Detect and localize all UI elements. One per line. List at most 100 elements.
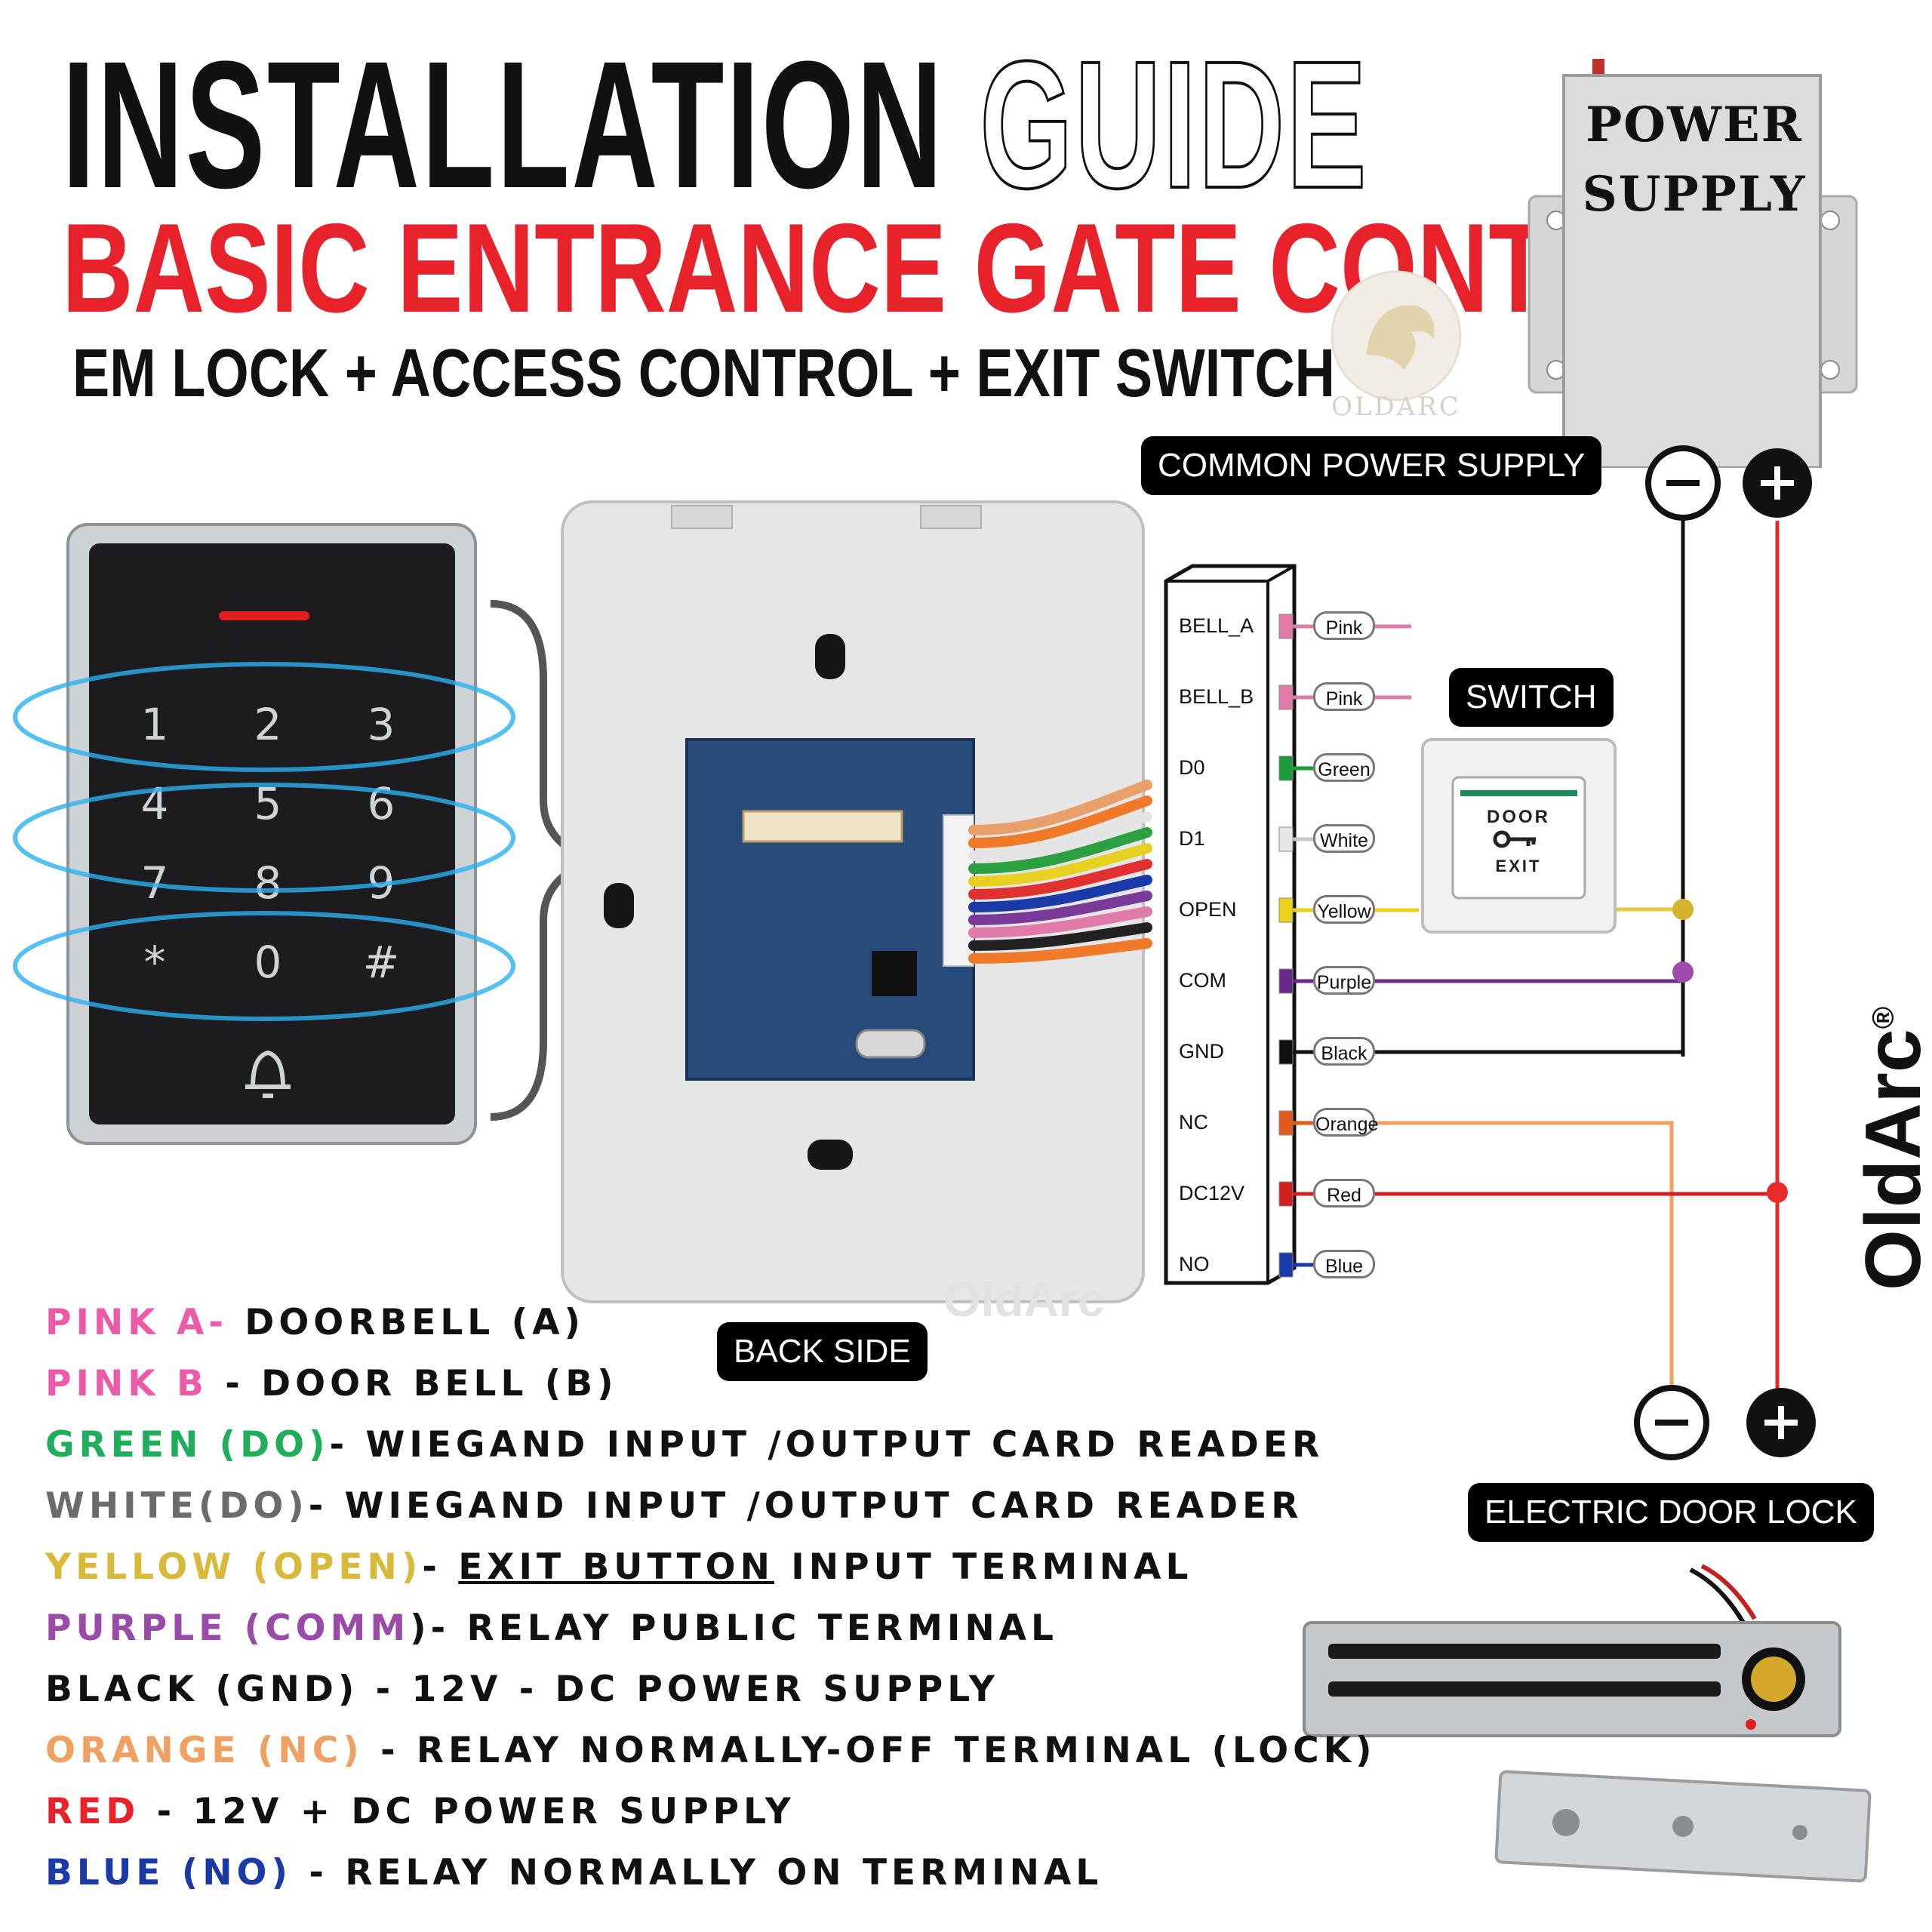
junction-dot [1767, 1182, 1788, 1203]
power-supply-box [1527, 59, 1858, 468]
junction-dot [1672, 899, 1694, 920]
keypad-key[interactable]: 6 [368, 778, 395, 829]
mount-hole-icon [604, 883, 634, 928]
keypad-key[interactable]: # [363, 937, 400, 988]
legend-key: RED [45, 1791, 140, 1832]
legend-item: YELLOW (OPEN)- EXIT BUTTON INPUT TERMINA… [45, 1546, 1192, 1588]
guide-subtitle: BASIC ENTRANCE GATE CONTROL [62, 197, 1758, 339]
terminal-name: GND [1179, 1040, 1224, 1063]
title-solid: INSTALLATION [62, 23, 945, 226]
keypad-key[interactable]: 3 [368, 699, 395, 750]
terminal-connector [1278, 1039, 1294, 1065]
doorbell-icon [245, 1050, 291, 1098]
legend-item: PINK B - DOOR BELL (B) [45, 1363, 618, 1404]
watermark-brand: OLDARC [1331, 392, 1461, 422]
terminal-name: NO [1179, 1253, 1210, 1275]
pcb-crystal [855, 1029, 926, 1059]
status-led-icon [219, 611, 309, 620]
keypad-key[interactable]: 8 [254, 857, 282, 909]
legend-item: RED - 12V + DC POWER SUPPLY [45, 1791, 795, 1832]
legend-item: BLUE (NO) - RELAY NORMALLY ON TERMINAL [45, 1852, 1103, 1894]
ps-label-line1: POWER [1586, 97, 1803, 153]
back-side-tag: BACK SIDE [717, 1322, 928, 1381]
wire-color-label: Pink [1313, 611, 1375, 640]
wire-color-label: Green [1313, 753, 1375, 782]
ps-label-line2: SUPPLY [1582, 166, 1807, 223]
wire-color-label: Orange [1313, 1108, 1378, 1137]
wire-color-label: Blue [1313, 1250, 1375, 1278]
terminal-name: DC12V [1179, 1182, 1245, 1204]
wire-color-label: Red [1313, 1179, 1375, 1208]
terminal-strip [1164, 564, 1297, 1285]
legend-key: BLUE (NO) [45, 1852, 292, 1894]
eagle-icon [1751, 1657, 1796, 1702]
terminal-connector [1278, 614, 1294, 639]
legend-description: - WIEGAND INPUT /OUTPUT CARD READER [329, 1424, 1324, 1466]
rfid-wave-icon [13, 662, 515, 772]
terminal-name: BELL_A [1179, 614, 1254, 637]
legend-key: GREEN (DO) [45, 1424, 330, 1466]
bundle-wire [968, 906, 1152, 938]
legend-description: INPUT TERMINAL [774, 1546, 1193, 1588]
bundle-wire [968, 859, 1152, 900]
guide-title: INSTALLATION GUIDE [62, 29, 1368, 220]
legend-description: - 12V + DC POWER SUPPLY [140, 1791, 795, 1832]
side-brand: OldArc® [1849, 1007, 1932, 1291]
keypad-key[interactable]: 0 [254, 937, 282, 988]
keypad-key[interactable]: 1 [141, 699, 169, 750]
bundle-wire [968, 795, 1152, 848]
bundle-wire [968, 827, 1152, 874]
bundle-wire [968, 875, 1152, 912]
terminal-connector [1278, 685, 1294, 710]
terminal-name: COM [1179, 969, 1226, 992]
bundle-wire [968, 938, 1152, 964]
side-brand-text: OldArc [1850, 1029, 1932, 1291]
legend-key: YELLOW (OPEN) [45, 1546, 423, 1588]
switch-line1: DOOR [1487, 807, 1550, 827]
switch-tag: SWITCH [1449, 668, 1614, 727]
ps-label: POWER SUPPLY [1574, 91, 1815, 229]
terminal-name: BELL_B [1179, 685, 1254, 708]
circuit-wire [1375, 1121, 1674, 1389]
title-outline: GUIDE [979, 23, 1369, 226]
switch-line2: EXIT [1496, 857, 1542, 875]
keypad-key[interactable]: * [144, 937, 166, 988]
legend-key: WHITE(DO) [45, 1485, 309, 1527]
wire-plug [943, 814, 974, 967]
legend-key: ORANGE (NC) [45, 1730, 364, 1771]
bundle-wire [968, 780, 1152, 835]
pcb-chip [872, 951, 917, 996]
terminal-connector [1278, 1252, 1294, 1278]
keypad-back [561, 500, 1152, 1303]
terminal-name: NC [1179, 1111, 1208, 1134]
ps-led-icon [1592, 59, 1604, 77]
legend-underlined-term: EXIT BUTTON [458, 1546, 774, 1588]
bundle-wire [968, 891, 1152, 925]
legend-item: BLACK (GND) - 12V - DC POWER SUPPLY [45, 1669, 999, 1710]
legend-description: - RELAY NORMALLY-OFF TERMINAL (LOCK) [363, 1730, 1377, 1771]
keypad-key[interactable]: 2 [254, 699, 282, 750]
wire-color-label: Yellow [1313, 895, 1375, 924]
legend-description: - [422, 1546, 459, 1588]
legend-description: DOORBELL (A) [227, 1302, 585, 1343]
keypad-key[interactable]: 4 [141, 778, 169, 829]
registered-mark: ® [1866, 1006, 1900, 1029]
em-lock [1303, 1564, 1872, 1883]
electric-door-lock-tag: ELECTRIC DOOR LOCK [1468, 1483, 1874, 1542]
eagle-icon [1366, 305, 1435, 370]
terminal-connector [1278, 897, 1294, 923]
bundle-wire [968, 922, 1152, 951]
terminal-connector [1278, 968, 1294, 994]
mount-hole-icon [815, 634, 845, 679]
legend-description: - DOOR BELL (B) [208, 1363, 618, 1404]
back-watermark: OldArc [943, 1272, 1105, 1327]
legend-item: WHITE(DO)- WIEGAND INPUT /OUTPUT CARD RE… [45, 1485, 1303, 1527]
common-power-supply-tag: COMMON POWER SUPPLY [1141, 436, 1602, 495]
terminal-connector [1278, 1110, 1294, 1136]
wire-color-label: Pink [1313, 682, 1375, 711]
terminal-connector [1278, 755, 1294, 781]
wire-color-label: Purple [1313, 966, 1375, 995]
terminal-name: D0 [1179, 756, 1205, 779]
